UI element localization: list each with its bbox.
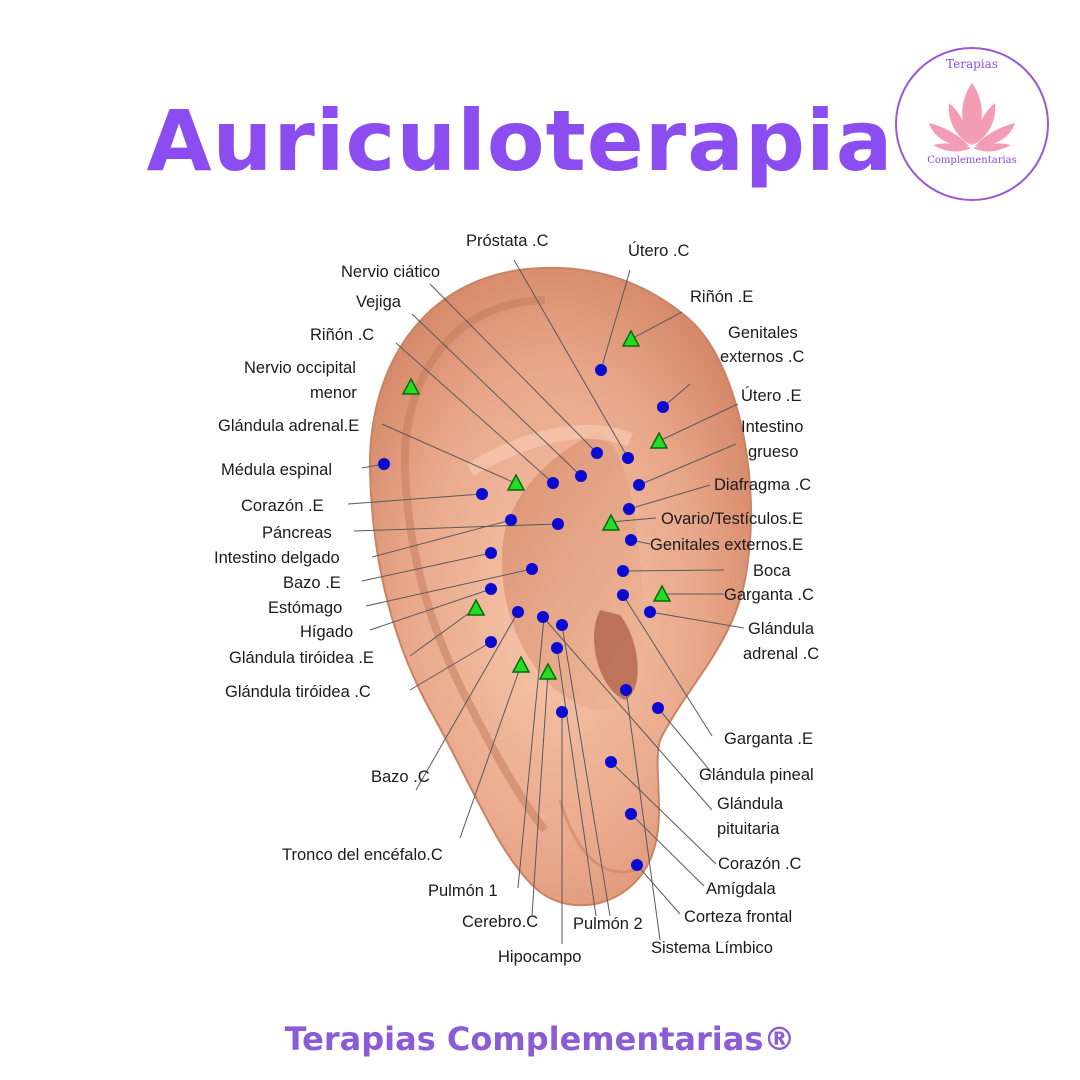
point-triangle (466, 598, 486, 616)
label-utero-c: Útero .C (628, 241, 690, 260)
label-pulmon-1: Pulmón 1 (428, 882, 498, 900)
label-pituitaria: Glándula (717, 795, 784, 813)
point-dot (605, 756, 617, 768)
label-tiroidea-e: Glándula tiróidea .E (229, 649, 374, 667)
helix-inner (400, 296, 549, 833)
point-dot (556, 619, 568, 631)
point-dot (575, 470, 587, 482)
label-higado: Hígado (300, 623, 353, 641)
antihelix (466, 424, 633, 477)
point-triangle (506, 473, 526, 491)
triangle-markers (401, 329, 672, 680)
label-diafragma: Diafragma .C (714, 476, 811, 494)
point-dot (556, 706, 568, 718)
brand-logo: Terapias Complementarias (893, 45, 1051, 203)
label-corteza-frontal: Corteza frontal (684, 908, 792, 926)
point-dot (552, 518, 564, 530)
label-intestino-grueso-2: grueso (748, 443, 798, 461)
point-dot (620, 684, 632, 696)
lobe-shade (558, 799, 636, 874)
label-bazo-c: Bazo .C (371, 768, 430, 786)
label-vejiga: Vejiga (356, 293, 402, 311)
point-dot (625, 534, 637, 546)
point-dot (476, 488, 488, 500)
point-dot (485, 636, 497, 648)
point-triangle (401, 377, 421, 395)
point-dot (631, 859, 643, 871)
label-intestino-delgado: Intestino delgado (214, 549, 340, 567)
label-ovario: Ovario/Testículos.E (661, 510, 803, 528)
point-dot (617, 565, 629, 577)
label-utero-e: Útero .E (741, 386, 802, 405)
point-dot (617, 589, 629, 601)
label-sistema-limbico: Sistema Límbico (651, 939, 773, 957)
label-glandula-adrenal-c: Glándula (748, 620, 815, 638)
label-pulmon-2: Pulmón 2 (573, 915, 643, 933)
label-boca: Boca (753, 562, 791, 580)
label-tronco: Tronco del encéfalo.C (282, 846, 443, 864)
point-dot (485, 547, 497, 559)
point-dot (591, 447, 603, 459)
label-cerebro: Cerebro.C (462, 913, 538, 931)
point-dot (657, 401, 669, 413)
point-dot (551, 642, 563, 654)
label-genitales-c-2: externos .C (720, 348, 804, 366)
point-dot (485, 583, 497, 595)
point-dot (505, 514, 517, 526)
label-tiroidea-c: Glándula tiróidea .C (225, 683, 371, 701)
point-dot (625, 808, 637, 820)
point-dot (623, 503, 635, 515)
point-triangle (649, 431, 669, 449)
label-genitales-c: Genitales (728, 324, 798, 342)
point-dot (633, 479, 645, 491)
point-dot (547, 477, 559, 489)
label-intestino-grueso: Intestino (741, 418, 803, 436)
label-pancreas: Páncreas (262, 524, 332, 542)
label-nervio-occipital-2: menor (310, 384, 357, 402)
point-labels: Próstata .C Útero .C Nervio ciático Veji… (214, 232, 819, 966)
label-medula-espinal: Médula espinal (221, 461, 332, 479)
label-nervio-occipital: Nervio occipital (244, 359, 356, 377)
label-genitales-e: Genitales externos.E (650, 536, 803, 554)
label-rinon-c: Riñón .C (310, 326, 374, 344)
dot-markers (378, 364, 669, 871)
point-dot (537, 611, 549, 623)
point-dot (644, 606, 656, 618)
label-glandula-adrenal-c-2: adrenal .C (743, 645, 819, 663)
label-garganta-c: Garganta .C (724, 586, 814, 604)
leader-lines (347, 259, 745, 944)
label-glandula-adrenal-e: Glándula adrenal.E (218, 417, 359, 435)
label-estomago: Estómago (268, 599, 342, 617)
label-glandula-pineal: Glándula pineal (699, 766, 814, 784)
footer-brand: Terapias Complementarias® (284, 1020, 796, 1058)
label-amigdala: Amígdala (706, 880, 777, 898)
point-dot (652, 702, 664, 714)
label-corazon-c: Corazón .C (718, 855, 802, 873)
ear-canal (594, 610, 638, 700)
point-dot (526, 563, 538, 575)
point-dot (622, 452, 634, 464)
point-triangle (621, 329, 641, 347)
point-dot (512, 606, 524, 618)
logo-top-text: Terapias (946, 57, 998, 71)
label-bazo-e: Bazo .E (283, 574, 341, 592)
label-pituitaria-2: pituitaria (717, 820, 780, 838)
point-triangle (652, 584, 672, 602)
lotus-icon (895, 47, 1049, 201)
point-dot (595, 364, 607, 376)
label-rinon-e: Riñón .E (690, 288, 753, 306)
label-nervio-ciatico: Nervio ciático (341, 263, 440, 281)
label-prostata: Próstata .C (466, 232, 549, 250)
label-hipocampo: Hipocampo (498, 948, 581, 966)
point-triangle (538, 662, 558, 680)
label-garganta-e: Garganta .E (724, 730, 813, 748)
point-dot (378, 458, 390, 470)
point-triangle (511, 655, 531, 673)
ear-illustration (368, 266, 752, 907)
logo-bottom-text: Complementarias (927, 155, 1017, 166)
label-corazon-e: Corazón .E (241, 497, 324, 515)
point-triangle (601, 513, 621, 531)
page-title: Auriculoterapia (146, 92, 894, 190)
